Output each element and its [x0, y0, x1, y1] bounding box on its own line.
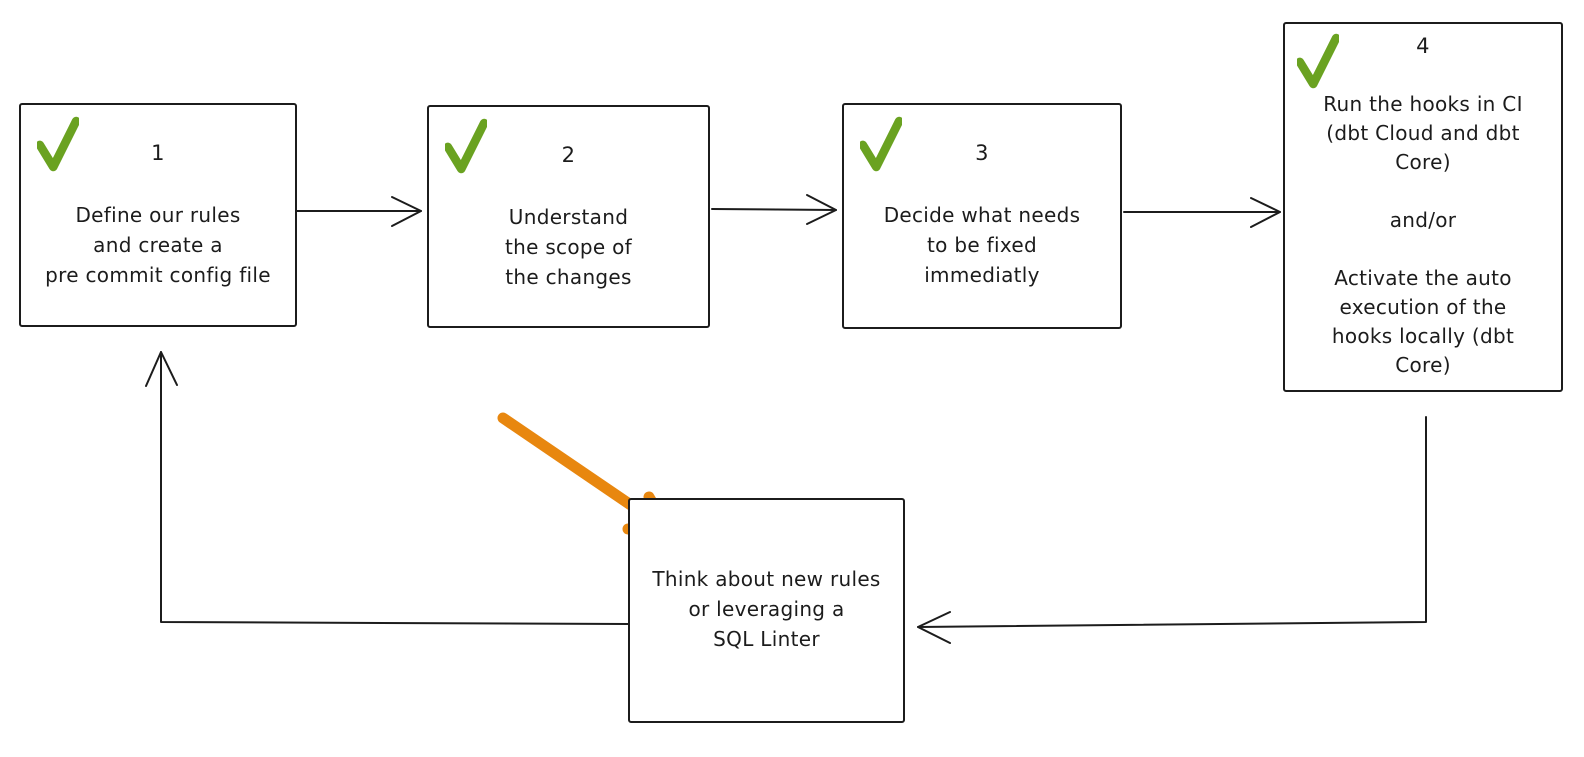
text-line: hooks locally (dbt	[1331, 324, 1515, 348]
text-line: immediatly	[924, 263, 1040, 287]
text-line: Decide what needs	[883, 203, 1081, 227]
flow-box-step-1: 1 Define our rules and create a pre commit…	[19, 103, 297, 327]
text-line: execution of the	[1339, 295, 1507, 319]
text-line: Run the hooks in CI	[1323, 92, 1523, 116]
check-icon	[860, 116, 902, 172]
text-line: Think about new rules	[652, 567, 881, 591]
arrow-feedback-to-step1-icon	[145, 351, 629, 625]
step-number: 4	[1416, 34, 1430, 58]
text-line: to be fixed	[927, 233, 1037, 257]
text-line	[1285, 177, 1561, 206]
text-line: and/or	[1389, 208, 1457, 232]
step-number: 2	[561, 143, 576, 167]
text-line	[1285, 235, 1561, 264]
text-line: Core)	[1395, 150, 1451, 174]
text-line: pre commit config file	[45, 263, 271, 287]
step-number: 3	[975, 141, 989, 165]
check-icon	[1297, 33, 1339, 89]
text-line: the changes	[505, 265, 632, 289]
text-line: Understand	[508, 205, 629, 229]
text-line: Activate the auto	[1334, 266, 1512, 290]
flow-box-step-3: 3 Decide what needs to be fixed immediatly	[842, 103, 1122, 329]
flow-box-feedback: Think about new rules or leveraging a SQL …	[628, 498, 905, 723]
flow-box-step-2: 2 Understand the scope of the changes	[427, 105, 710, 328]
text-line: Define our rules	[75, 203, 241, 227]
step-number: 1	[151, 141, 165, 165]
text-line: SQL Linter	[713, 627, 820, 651]
arrow-step4-to-feedback-icon	[917, 416, 1427, 644]
text-line: Core)	[1395, 353, 1451, 377]
arrow-step1-to-step2-icon	[296, 196, 422, 227]
text-line: and create a	[93, 233, 223, 257]
check-icon	[445, 118, 487, 174]
arrow-step2-to-step3-icon	[711, 194, 837, 225]
text-line: (dbt Cloud and dbt	[1326, 121, 1520, 145]
step-text: Decide what needs to be fixed immediatly	[844, 200, 1120, 290]
arrow-step3-to-step4-icon	[1123, 197, 1281, 228]
step-text: Understand the scope of the changes	[429, 202, 708, 292]
text-line: the scope of	[504, 235, 633, 259]
step-text: Think about new rules or leveraging a SQL …	[630, 564, 903, 654]
text-line: or leveraging a	[688, 597, 845, 621]
check-icon	[37, 116, 79, 172]
step-text: Define our rules and create a pre commit c…	[21, 200, 295, 290]
